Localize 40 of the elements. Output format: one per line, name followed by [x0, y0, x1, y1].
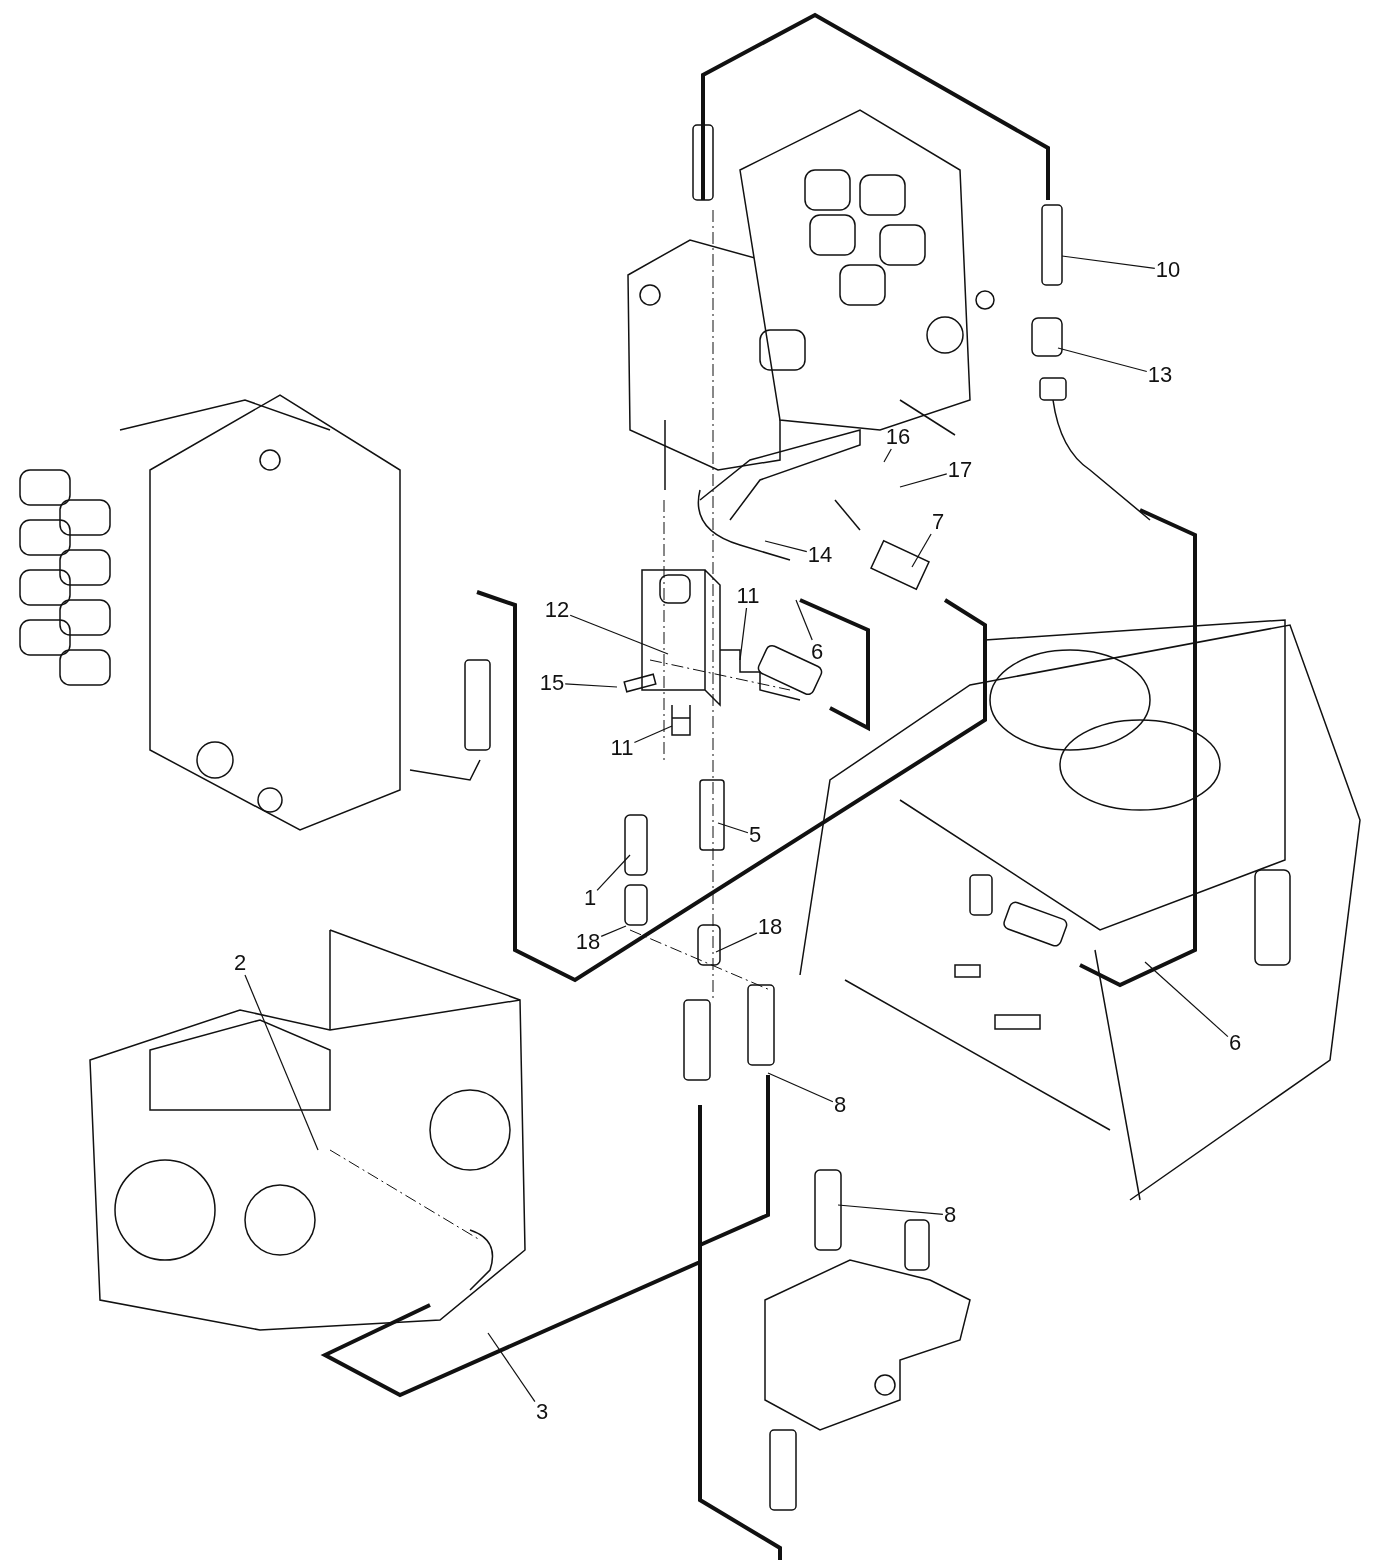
callout-number: 8 [942, 1203, 958, 1227]
leader-line [715, 932, 758, 953]
callout-number: 6 [1227, 1031, 1243, 1055]
callout-number: 11 [609, 736, 635, 760]
leader-line [883, 448, 892, 463]
leader-line [739, 607, 748, 661]
leader-line [1061, 255, 1156, 269]
leader-line [717, 822, 749, 834]
callout-number: 18 [574, 930, 602, 954]
callout-number: 11 [735, 584, 761, 608]
callout-number: 2 [232, 951, 248, 975]
leader-line [1057, 347, 1148, 373]
callout-number: 7 [930, 510, 946, 534]
callout-number: 16 [884, 425, 912, 449]
leader-line [596, 854, 631, 891]
callout-number: 10 [1154, 258, 1182, 282]
callout-number: 1 [582, 886, 598, 910]
leader-line [911, 533, 932, 568]
leader-line [764, 540, 808, 553]
leader-line [487, 1332, 536, 1403]
leader-line [244, 974, 319, 1151]
leader-line [600, 925, 627, 937]
leader-line [795, 599, 813, 641]
callout-number: 18 [756, 915, 784, 939]
leader-line [767, 1072, 834, 1103]
leader-line [564, 683, 618, 688]
callout-number: 8 [832, 1093, 848, 1117]
callout-number: 12 [543, 598, 571, 622]
leader-line [633, 725, 673, 744]
callout-number: 15 [538, 671, 566, 695]
leader-line [899, 473, 948, 488]
leader-line [837, 1204, 944, 1215]
callout-number: 3 [534, 1400, 550, 1424]
leader-line [1144, 961, 1229, 1038]
callout-number: 14 [806, 543, 834, 567]
callout-number: 6 [809, 640, 825, 664]
callout-number: 13 [1146, 363, 1174, 387]
callout-number: 17 [946, 458, 974, 482]
callout-number: 5 [747, 823, 763, 847]
leader-line [569, 614, 669, 655]
